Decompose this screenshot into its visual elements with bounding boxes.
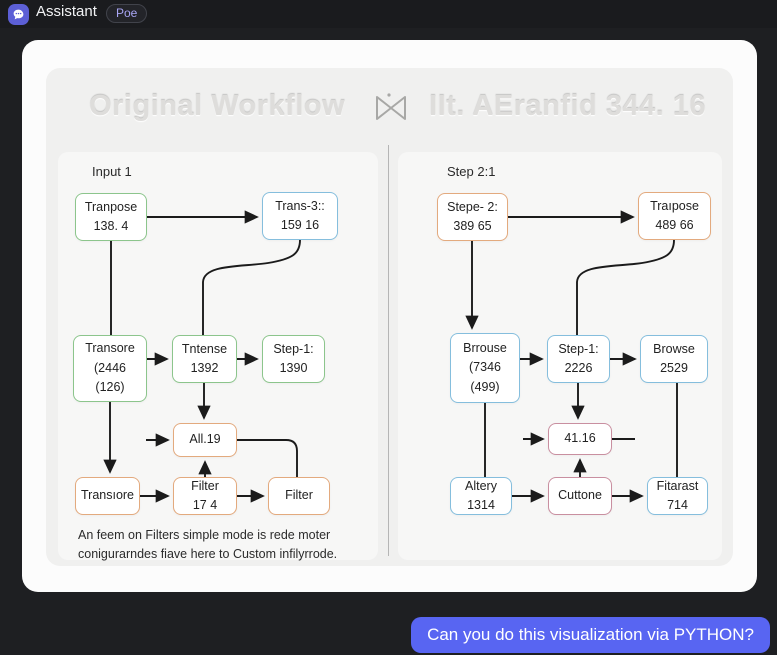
left-panel-label: Input 1: [92, 164, 132, 179]
assistant-avatar[interactable]: [8, 4, 29, 25]
node-line: All.19: [189, 432, 221, 447]
node-line: 489 66: [655, 218, 694, 232]
node-fitarast: Fitarast 714: [647, 477, 708, 515]
node-line: 389 65: [453, 219, 492, 233]
edge-trans3-tntense: [202, 239, 301, 335]
node-line: 41.16: [564, 431, 596, 446]
node-cuttone: Cuttone: [548, 477, 612, 515]
figure-title-right: IIt. AEranfid 344. 16: [429, 90, 706, 122]
node-line: 17 4: [192, 498, 218, 512]
node-line: Filter: [285, 488, 313, 503]
node-line: Stepe- 2:: [447, 199, 498, 214]
node-browse: Browse 2529: [640, 335, 708, 383]
node-line: Step-1:: [273, 341, 314, 356]
edge-trarpose-step1r: [576, 239, 675, 335]
node-filter174: Filter 17 4: [173, 477, 237, 515]
node-line: Step-1:: [558, 341, 599, 356]
node-line: 2226: [564, 361, 593, 375]
flow-edges: [103, 210, 678, 503]
assistant-name: Assistant: [36, 3, 97, 20]
image-attachment-card[interactable]: Original Workflow IIt. AEranfid 344. 16 …: [22, 40, 757, 592]
node-line: (7346: [469, 360, 501, 375]
panel-divider: [388, 145, 389, 556]
node-line: 714: [667, 498, 688, 512]
node-altery: Altery 1314: [450, 477, 512, 515]
node-line: (126): [95, 380, 125, 395]
node-step1r: Step-1: 2226: [547, 335, 610, 383]
node-brrouse: Brrouse (7346 (499): [450, 333, 520, 403]
node-line: (499): [470, 379, 500, 394]
node-line: Cuttone: [558, 488, 602, 503]
node-trarpose: Traıpose 489 66: [638, 192, 711, 240]
user-message-bubble[interactable]: Can you do this visualization via PYTHON…: [411, 617, 770, 653]
node-transiore: Transıore: [75, 477, 140, 515]
node-line: Trans-3::: [275, 198, 325, 213]
workflow-figure: Original Workflow IIt. AEranfid 344. 16 …: [46, 68, 733, 566]
node-line: (2446: [94, 360, 126, 375]
node-transore: Transore (2446 (126): [73, 335, 147, 402]
chat-header: Assistant Poe: [0, 0, 777, 28]
node-line: Tranpose: [84, 199, 138, 214]
node-line: 159 16: [280, 218, 320, 232]
bowtie-join-icon: [376, 93, 406, 120]
node-line: 1392: [190, 361, 219, 375]
node-line: Brrouse: [463, 340, 507, 355]
node-trans3: Trans-3::159 16: [262, 192, 338, 240]
edge-all19-filter: [237, 439, 298, 477]
node-tntense: Tntense 1392: [172, 335, 237, 383]
node-tranpose: Tranpose 138. 4: [75, 193, 147, 241]
chat-bubble-icon: [13, 9, 24, 20]
node-all19: All.19: [173, 423, 237, 457]
node-line: Traıpose: [650, 198, 699, 213]
poe-badge[interactable]: Poe: [106, 4, 148, 23]
node-line: Fitarast: [656, 478, 699, 493]
node-line: 1314: [467, 498, 495, 512]
figure-title-left: Original Workflow: [88, 90, 346, 122]
node-line: 1390: [279, 361, 308, 375]
figure-caption: An feem on Filters simple mode is rede m…: [78, 526, 378, 565]
node-line: Browse: [653, 341, 695, 356]
node-line: Filter: [191, 478, 219, 493]
node-stepe2: Stepe- 2: 389 65: [437, 193, 508, 241]
node-step1: Step-1: 1390: [262, 335, 325, 383]
right-panel-label: Step 2:1: [447, 164, 496, 179]
node-line: 138. 4: [93, 219, 129, 233]
node-line: Tntense: [181, 341, 228, 356]
caption-line2: conigurarndes fiave here to Custom infil…: [78, 547, 338, 562]
node-line: 2529: [660, 361, 688, 375]
node-line: Transıore: [80, 488, 135, 503]
node-b4116: 41.16: [548, 423, 612, 455]
caption-line1: An feem on Filters simple mode is rede m…: [78, 528, 331, 542]
node-filter: Filter: [268, 477, 330, 515]
node-line: Transore: [85, 341, 135, 356]
node-line: Altery: [465, 478, 497, 493]
